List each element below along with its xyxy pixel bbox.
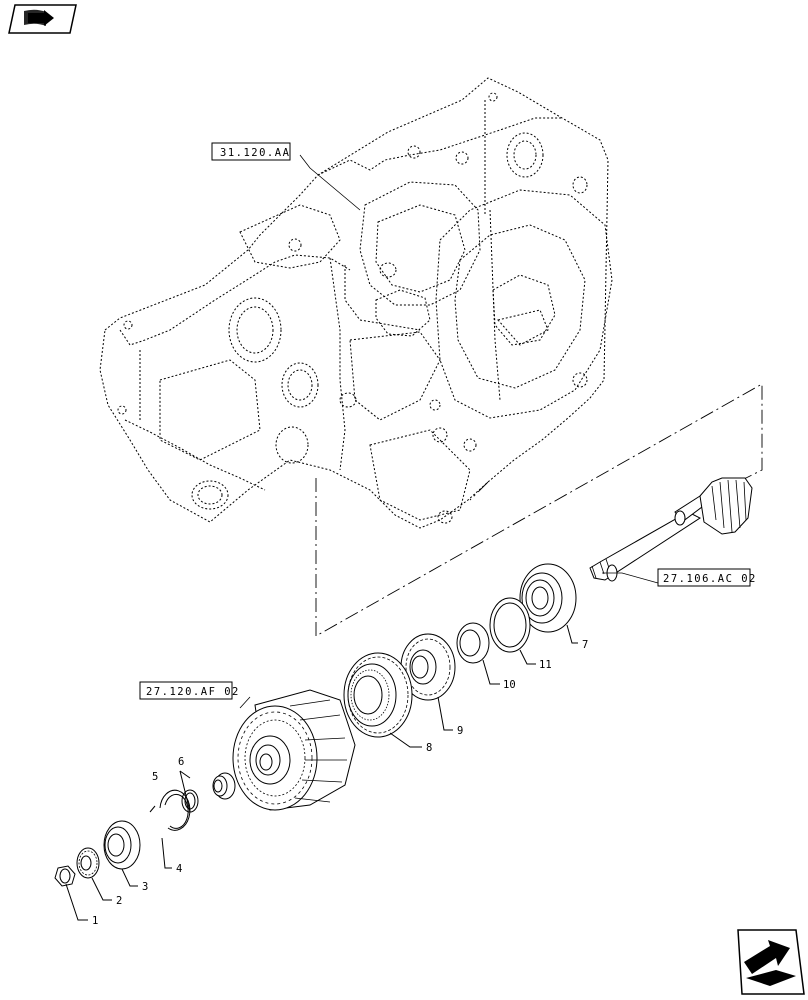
part-1-nut xyxy=(54,865,76,887)
part-7-bearing xyxy=(519,563,577,633)
callout-1: 1 xyxy=(92,915,98,927)
page-turn-arrow-icon[interactable] xyxy=(737,929,805,995)
part-8-bearing-cage xyxy=(343,652,413,738)
leader-lines xyxy=(65,154,659,921)
callout-11: 11 xyxy=(539,659,552,671)
pinion-shaft xyxy=(589,477,753,582)
assembly-line xyxy=(315,383,763,637)
part-9-gear xyxy=(400,633,456,701)
ref-housing-text: 31.120.AA xyxy=(220,147,290,159)
part-10-ring xyxy=(456,622,490,664)
callout-3: 3 xyxy=(142,881,148,893)
callout-4: 4 xyxy=(176,863,182,875)
callout-10: 10 xyxy=(503,679,516,691)
callout-5: 5 xyxy=(152,771,158,783)
ref-label-shaft[interactable]: 27.106.AC 02 xyxy=(657,568,757,587)
callout-8: 8 xyxy=(426,742,432,754)
callout-9: 9 xyxy=(457,725,463,737)
callout-numbers: 1 2 3 4 5 6 7 8 9 10 11 xyxy=(92,639,588,927)
ref-shaft-text: 27.106.AC 02 xyxy=(663,573,757,585)
ref-label-housing[interactable]: 31.120.AA xyxy=(211,142,291,161)
callout-7: 7 xyxy=(582,639,588,651)
ref-clutch-text: 27.120.AF 02 xyxy=(146,686,240,698)
part-11-snap-ring xyxy=(489,597,531,653)
transmission-housing xyxy=(99,77,613,529)
ref-label-clutch[interactable]: 27.120.AF 02 xyxy=(139,681,240,700)
clutch-assembly xyxy=(232,689,356,811)
part-6-bushing xyxy=(212,772,236,800)
part-4-circlip xyxy=(149,789,191,831)
book-arrow-icon[interactable] xyxy=(8,4,77,34)
part-3-bearing xyxy=(103,820,141,870)
callout-6: 6 xyxy=(178,756,184,768)
part-2-lock-washer xyxy=(76,847,100,879)
assembly-line xyxy=(469,481,489,501)
callout-2: 2 xyxy=(116,895,122,907)
